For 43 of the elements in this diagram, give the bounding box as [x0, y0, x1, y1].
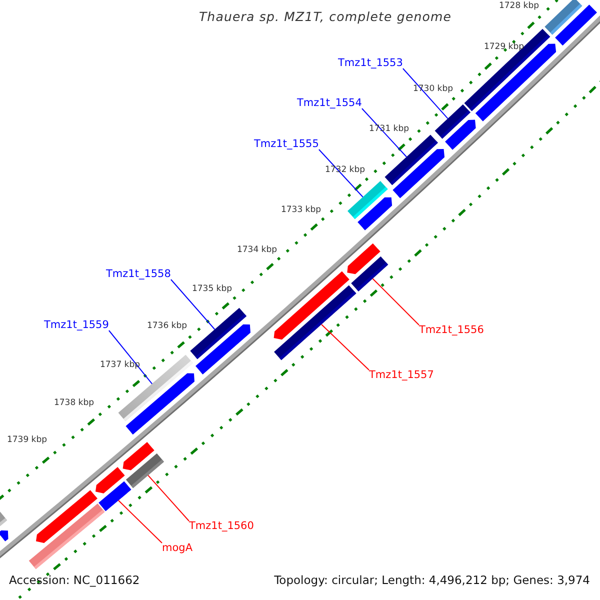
scale-label: 1735 kbp [192, 285, 232, 294]
gene-feature [0, 512, 8, 528]
scale-label: 1733 kbp [280, 206, 322, 214]
gene-label: Tmz1t_1555 [254, 139, 319, 150]
gene-feature [347, 243, 380, 274]
gene-feature [126, 373, 194, 434]
leader-line [108, 330, 153, 384]
leader-line [148, 474, 190, 522]
gene-feature [358, 197, 392, 230]
scale-label: 1729 kbp [484, 43, 524, 52]
scale-label: 1728 kbp [498, 2, 540, 10]
gene-label: Tmz1t_1560 [189, 521, 254, 532]
genome-info-text: Topology: circular; Length: 4,496,212 bp; Genes: 3,974 [274, 575, 590, 586]
leader-line [402, 68, 448, 120]
leader-line [118, 500, 162, 544]
gene-label: Tmz1t_1557 [369, 370, 434, 380]
scale-label: 1736 kbp [146, 322, 188, 330]
gene-feature [196, 324, 250, 374]
leader-line [321, 324, 370, 370]
gene-feature [445, 120, 476, 150]
gene-feature [95, 467, 125, 494]
leader-line [361, 108, 408, 158]
scale-label: 1734 kbp [236, 246, 278, 254]
gene-label: mogA [162, 543, 193, 554]
gene-feature [555, 4, 597, 46]
gene-feature [0, 530, 8, 542]
leader-line [170, 279, 216, 330]
accession-text: Accession: NC_011662 [9, 575, 140, 586]
scale-label: 1738 kbp [54, 399, 94, 408]
gene-label: Tmz1t_1558 [106, 269, 171, 280]
gene-feature [122, 442, 154, 470]
scale-label: 1739 kbp [6, 436, 48, 444]
gene-label: Tmz1t_1554 [297, 98, 362, 108]
leader-line [318, 149, 364, 198]
gene-label: Tmz1t_1556 [419, 325, 484, 336]
gene-feature [475, 44, 556, 122]
title: Thauera sp. MZ1T, complete genome [198, 11, 452, 24]
leader-line [372, 278, 420, 326]
gene-label: Tmz1t_1553 [338, 58, 403, 68]
gene-feature [36, 490, 98, 544]
gene-label: Tmz1t_1559 [44, 320, 109, 330]
gene-feature [392, 149, 444, 198]
gene-feature [274, 271, 350, 340]
